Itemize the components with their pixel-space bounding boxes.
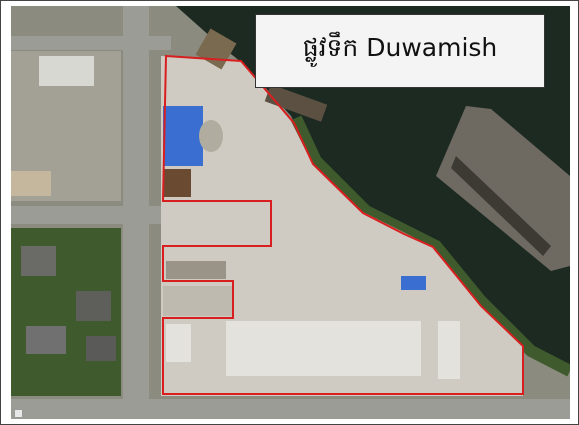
lot-yard-mid [163, 286, 233, 316]
street-bottom [11, 399, 570, 419]
white-warehouse [226, 321, 421, 376]
image-placeholder-icon [14, 409, 23, 418]
warehouse-roof-nw [39, 56, 94, 86]
house-roof-1 [21, 246, 56, 276]
small-white-building [166, 324, 191, 362]
title-label-box: ផ្លូវទឹក Duwamish [255, 14, 545, 88]
lumber-stack [11, 171, 51, 196]
street-horizontal-top [11, 36, 171, 50]
lot-building-mid [166, 261, 226, 279]
blue-equipment [401, 276, 426, 290]
map-title: ផ្លូវទឹក Duwamish [302, 33, 498, 62]
street-horizontal-middle [11, 206, 161, 224]
white-shed [438, 321, 460, 379]
house-roof-2 [76, 291, 111, 321]
pier-dock [264, 84, 328, 122]
shoreline-vegetation [290, 115, 570, 377]
industrial-yard [161, 56, 523, 396]
barge-deck-shadow [451, 156, 551, 256]
gravel-pile [199, 120, 223, 152]
blue-tarp [163, 106, 203, 166]
house-roof-4 [86, 336, 116, 361]
barge [436, 106, 570, 271]
site-boundary-outline [161, 54, 524, 395]
brown-roof-building [163, 169, 191, 197]
house-roof-3 [26, 326, 66, 354]
